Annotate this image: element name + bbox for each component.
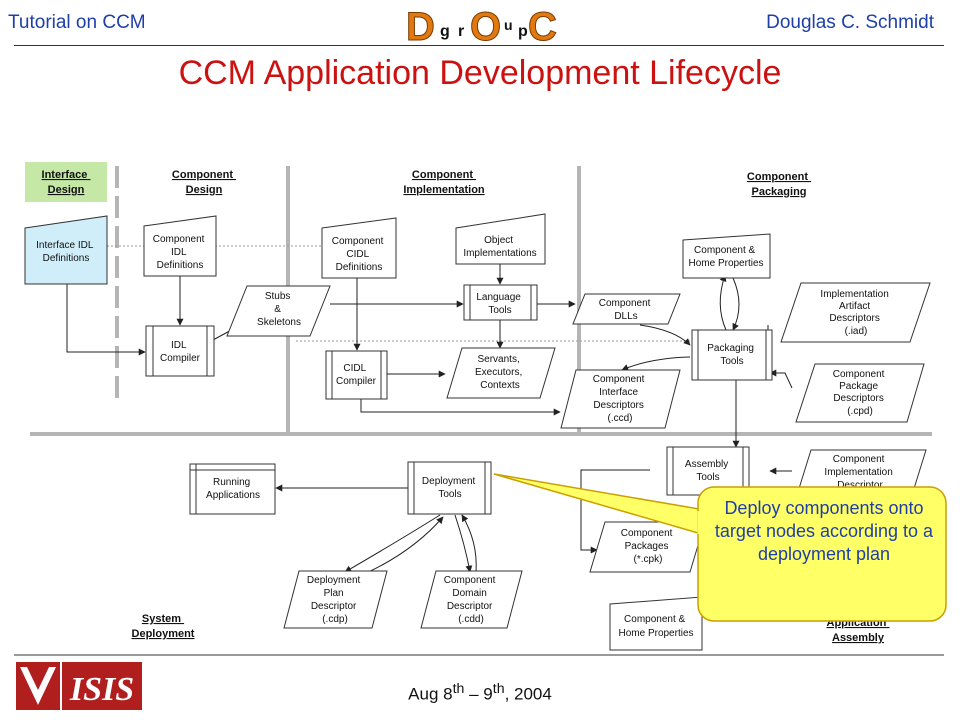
node-component-domain-descriptor: Component Domain Descriptor (.cdd)	[420, 570, 523, 629]
svg-text:Interface IDL Definition: Interface IDL Definitions	[36, 240, 96, 264]
footer-date: Aug 8th – 9th, 2004	[408, 681, 552, 704]
node-component-idl-definitions: Component IDL Definitions	[143, 215, 217, 277]
page-title: CCM Application Development Lifecycle	[178, 54, 782, 92]
logo-letter-d: D	[406, 5, 435, 46]
svg-text:Component Implementation: Component Implementation Descriptor	[824, 454, 895, 491]
callout-text: Deploy components onto target nodes acco…	[714, 498, 934, 564]
svg-text:Component Package: Component Package Descriptors (.cpd)	[833, 369, 887, 417]
node-component-home-properties-top: Component & Home Properties	[682, 233, 771, 279]
interface-design-box	[25, 162, 107, 202]
logo-letter-o: O	[470, 5, 501, 46]
header-author: Douglas C. Schmidt	[766, 12, 934, 33]
svg-text:Component CIDL Def: Component CIDL Definitions	[332, 236, 386, 273]
logo-letter-p: p	[518, 23, 528, 40]
footer-logo: ISIS	[16, 662, 142, 710]
node-component-home-properties-bottom: Component & Home Properties	[609, 596, 703, 651]
node-idl-compiler: IDL Compiler	[145, 325, 215, 377]
phase-component-packaging: Component Packaging	[747, 171, 811, 198]
svg-text:Component & Home Propert: Component & Home Properties	[688, 245, 763, 269]
svg-text:Stubs & Skeletons: Stubs & Skeletons	[257, 291, 301, 328]
svg-text:CIDL Compiler: CIDL Compiler	[336, 363, 377, 387]
node-deployment-plan-descriptor: Deployment Plan Descriptor (.cdp)	[283, 570, 388, 629]
phase-component-design: Component Design	[172, 169, 236, 196]
node-stubs-skeletons: Stubs & Skeletons	[226, 285, 331, 337]
svg-text:Assembly Tools: Assembly Tools	[685, 459, 731, 483]
phase-component-implementation: Component Implementation	[403, 169, 485, 196]
svg-text:Component Packages: Component Packages (*.cpk)	[621, 528, 675, 565]
svg-text:Servants, Executors,: Servants, Executors, Contexts	[475, 354, 525, 391]
logo-letter-u: u	[504, 17, 513, 33]
header-course-title: Tutorial on CCM	[8, 12, 146, 33]
svg-text:Component DLLs: Component DLLs	[599, 298, 653, 322]
svg-text:Component Domain D: Component Domain Descriptor (.cdd)	[444, 575, 498, 625]
node-packaging-tools: Packaging Tools	[691, 329, 773, 381]
svg-text:Component IDL Defi: Component IDL Definitions	[153, 234, 207, 271]
node-servants-executors-contexts: Servants, Executors, Contexts	[446, 347, 556, 399]
svg-text:Packaging Tools: Packaging Tools	[707, 343, 756, 367]
node-component-interface-descriptors: Component Interface Descriptors (.ccd)	[560, 369, 681, 429]
node-component-package-descriptors: Component Package Descriptors (.cpd)	[795, 363, 925, 423]
node-interface-idl-definitions: Interface IDL Definitions	[24, 215, 108, 285]
phase-interface-design: Interface Design	[42, 169, 91, 196]
svg-text:Deployment Plan De: Deployment Plan Descriptor (.cdp)	[307, 575, 363, 625]
node-object-implementations: Object Implementations	[455, 213, 546, 265]
node-component-cidl-definitions: Component CIDL Definitions	[321, 217, 397, 279]
doc-group-logo: D g r O u p C	[406, 5, 558, 47]
logo-letter-g: g	[440, 23, 450, 40]
svg-text:Object Implementations: Object Implementations	[463, 235, 536, 259]
logo-letter-c: C	[528, 5, 557, 46]
node-language-tools: Language Tools	[463, 284, 538, 321]
node-component-dlls: Component DLLs	[572, 293, 681, 325]
footer-logo-text: ISIS	[69, 671, 134, 708]
svg-text:Component Interface: Component Interface Descriptors (.ccd)	[593, 374, 647, 424]
node-running-applications: Running Applications	[189, 463, 276, 515]
node-component-implementation-descriptor: Component Implementation Descriptor	[796, 449, 927, 496]
node-cidl-compiler: CIDL Compiler	[325, 350, 388, 400]
svg-text:Deployment Tools: Deployment Tools	[422, 476, 478, 500]
phase-system-deployment: System Deployment	[132, 613, 195, 640]
svg-text:IDL Compiler: IDL Compiler	[160, 340, 201, 364]
header-divider	[14, 45, 944, 46]
node-implementation-artifact-descriptors: Implementation Artifact Descriptors (.ia…	[780, 282, 931, 343]
svg-text:Language Tools: Language Tools	[476, 292, 523, 316]
logo-letter-r: r	[458, 23, 464, 40]
svg-text:Implementation Artifact: Implementation Artifact Descriptors (.ia…	[820, 289, 891, 337]
callout-bubble	[493, 473, 947, 622]
svg-text:Component & Home Propert: Component & Home Properties	[618, 614, 693, 639]
svg-text:Running Applications: Running Applications	[206, 477, 260, 501]
node-deployment-tools: Deployment Tools	[407, 461, 492, 515]
